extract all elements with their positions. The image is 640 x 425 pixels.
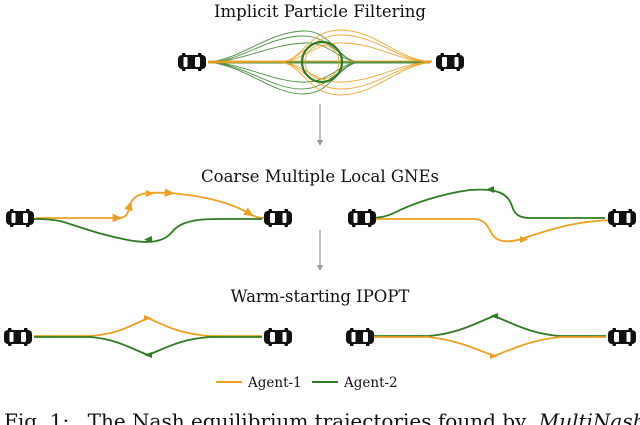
car-left-icon xyxy=(348,209,376,227)
title-coarse-local-gnes: Coarse Multiple Local GNEs xyxy=(201,167,439,186)
trajectory-agent-2 xyxy=(372,315,606,337)
ipopt-right-panel xyxy=(346,313,636,359)
trajectory-agent-1 xyxy=(372,336,606,357)
car-right-icon xyxy=(264,328,292,346)
figure-caption: Fig. 1: The Nash equilibrium trajectorie… xyxy=(4,409,640,425)
particle-filtering-panel xyxy=(178,29,464,96)
title-warm-starting-ipopt: Warm-starting IPOPT xyxy=(231,287,410,306)
arrowhead-agent-1 xyxy=(144,315,152,321)
arrowhead-agent-2 xyxy=(144,352,152,358)
particle-loop-agent-2 xyxy=(300,40,344,84)
legend-label-agent-1: Agent-1 xyxy=(247,375,302,391)
trajectory-agent-1 xyxy=(36,188,271,223)
car-right-icon xyxy=(608,328,636,346)
title-implicit-particle-filtering: Implicit Particle Filtering xyxy=(214,2,426,21)
car-right-icon xyxy=(264,209,292,227)
car-left-icon xyxy=(346,328,374,346)
car-left-icon xyxy=(178,53,206,71)
car-left-icon xyxy=(6,209,34,227)
arrowhead-agent-2 xyxy=(490,313,498,319)
car-left-icon xyxy=(4,328,32,346)
coarse-gne-left-panel xyxy=(6,188,292,243)
legend: Agent-1 Agent-2 xyxy=(216,375,398,391)
trajectory-agent-2 xyxy=(34,336,262,356)
caption-emph: MultiNash xyxy=(538,409,640,425)
arrowhead-agent-2 xyxy=(144,236,152,243)
trajectory-agent-2 xyxy=(371,188,605,219)
caption-text: The Nash equilibrium trajectories found … xyxy=(88,409,527,425)
ipopt-left-panel xyxy=(4,315,292,358)
particle-trajectories-agent-1 xyxy=(207,29,433,96)
legend-label-agent-2: Agent-2 xyxy=(343,375,398,391)
car-right-icon xyxy=(608,209,636,227)
trajectory-agent-1 xyxy=(368,218,613,243)
trajectory-agent-1 xyxy=(34,317,262,337)
arrowhead-agent-1 xyxy=(146,190,154,197)
arrowhead-agent-1 xyxy=(490,353,498,359)
arrowhead-agent-1 xyxy=(520,236,528,243)
particle-loop-agent-1 xyxy=(304,44,340,80)
car-right-icon xyxy=(436,53,464,71)
caption-prefix: Fig. 1: xyxy=(4,409,69,425)
arrowhead-agent-2 xyxy=(486,186,494,193)
coarse-gne-right-panel xyxy=(348,186,636,243)
trajectory-agent-2 xyxy=(33,218,262,243)
